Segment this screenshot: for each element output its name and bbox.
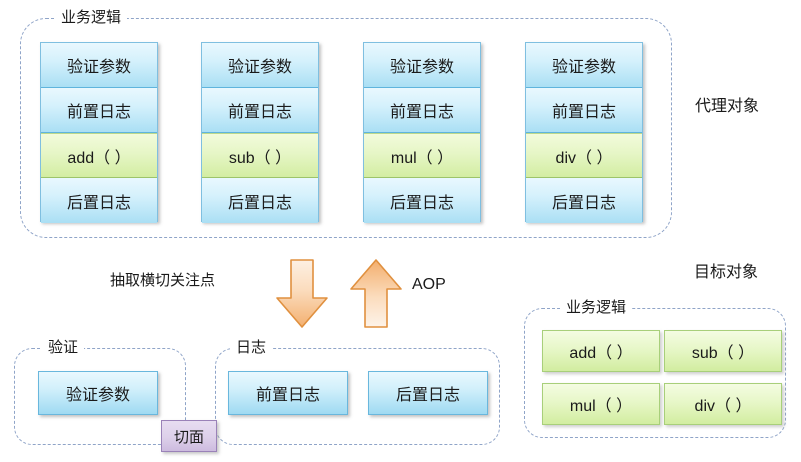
proxy-method-column-sub: 验证参数 前置日志 sub（ ） 后置日志 [201,42,319,223]
proxy-cell-after-log: 后置日志 [526,178,642,223]
proxy-cell-after-log: 后置日志 [41,178,157,223]
target-object-group [524,308,786,438]
validation-group-label: 验证 [42,339,85,357]
proxy-object-side-label: 代理对象 [695,98,760,115]
proxy-cell-after-log: 后置日志 [202,178,318,223]
proxy-cell-validate: 验证参数 [41,43,157,88]
proxy-object-group [20,18,672,238]
target-method-add: add（ ） [542,330,660,372]
proxy-cell-before-log: 前置日志 [526,88,642,133]
proxy-cell-method: sub（ ） [202,133,318,178]
proxy-cell-before-log: 前置日志 [364,88,480,133]
proxy-cell-method: mul（ ） [364,133,480,178]
proxy-cell-method: add（ ） [41,133,157,178]
validation-param-box: 验证参数 [38,371,158,415]
log-group [215,348,500,445]
aop-label: AOP [412,276,446,293]
proxy-cell-method: div（ ） [526,133,642,178]
proxy-cell-validate: 验证参数 [364,43,480,88]
proxy-cell-validate: 验证参数 [526,43,642,88]
log-group-label: 日志 [230,339,273,357]
target-method-sub: sub（ ） [664,330,782,372]
proxy-cell-validate: 验证参数 [202,43,318,88]
proxy-cell-before-log: 前置日志 [202,88,318,133]
down-arrow [276,259,328,328]
proxy-cell-before-log: 前置日志 [41,88,157,133]
target-group-label: 业务逻辑 [560,299,633,317]
proxy-group-label: 业务逻辑 [55,9,128,27]
target-method-div: div（ ） [664,383,782,425]
after-log-box: 后置日志 [368,371,488,415]
target-method-mul: mul（ ） [542,383,660,425]
up-arrow [350,259,402,328]
before-log-box: 前置日志 [228,371,348,415]
proxy-cell-after-log: 后置日志 [364,178,480,223]
aspect-chip: 切面 [161,420,217,452]
proxy-method-column-div: 验证参数 前置日志 div（ ） 后置日志 [525,42,643,223]
proxy-method-column-add: 验证参数 前置日志 add（ ） 后置日志 [40,42,158,223]
target-object-side-label: 目标对象 [694,264,759,281]
extract-concerns-label: 抽取横切关注点 [110,272,216,289]
validation-group [14,348,186,445]
proxy-method-column-mul: 验证参数 前置日志 mul（ ） 后置日志 [363,42,481,223]
